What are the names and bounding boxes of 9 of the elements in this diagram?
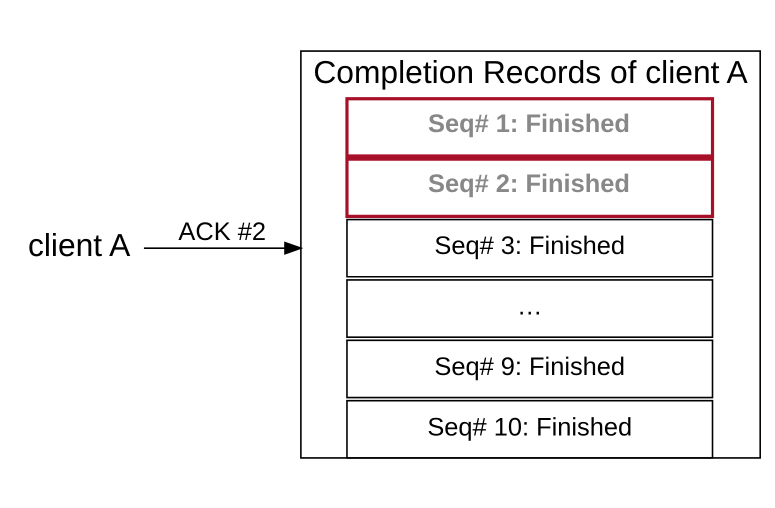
- node-box: Seq# 3: Finished: [346, 218, 714, 278]
- node-box: Seq# 1: Finished: [345, 96, 714, 158]
- edge-label: ACK #2: [178, 217, 266, 246]
- node-text: client A: [28, 226, 130, 263]
- arrow: [144, 240, 304, 254]
- node-box: Seq# 2: Finished: [345, 157, 714, 218]
- node-box: Seq# 9: Finished: [346, 339, 714, 398]
- node-box: Seq# 10: Finished: [346, 399, 714, 458]
- node-box: …: [346, 278, 714, 338]
